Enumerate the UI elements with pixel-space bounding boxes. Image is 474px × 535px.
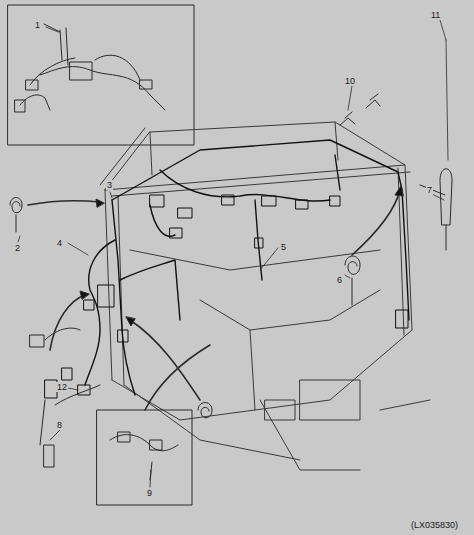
callout-number: 4: [56, 238, 63, 248]
figure-code: (LX035830): [410, 520, 459, 530]
coiled-wire: [345, 186, 403, 305]
harness-branch: [30, 291, 100, 467]
coiled-wire: [10, 198, 104, 233]
callout-number: 6: [336, 275, 343, 285]
callout-number: 2: [14, 243, 21, 253]
inset-frame: [97, 410, 192, 505]
cab-frame: [100, 122, 430, 470]
callout-number: 8: [56, 420, 63, 430]
inset-harness: [15, 24, 165, 112]
callout-number: 11: [430, 10, 441, 20]
inset-frame: [8, 5, 194, 145]
callout-number: 10: [344, 76, 356, 86]
callout-number: 1: [34, 20, 41, 30]
hardware: [340, 94, 452, 250]
callout-number: 7: [426, 185, 433, 195]
coiled-wire: [126, 317, 212, 418]
callout-number: 5: [280, 242, 287, 252]
inset-harness: [110, 432, 178, 480]
leader-line: [18, 20, 448, 487]
callout-number: 12: [56, 382, 68, 392]
wiring-harness: [85, 140, 409, 395]
pointer-arrow: [145, 345, 210, 410]
callout-number: 9: [146, 488, 153, 498]
callout-number: 3: [106, 180, 113, 190]
connectors: [45, 195, 408, 398]
